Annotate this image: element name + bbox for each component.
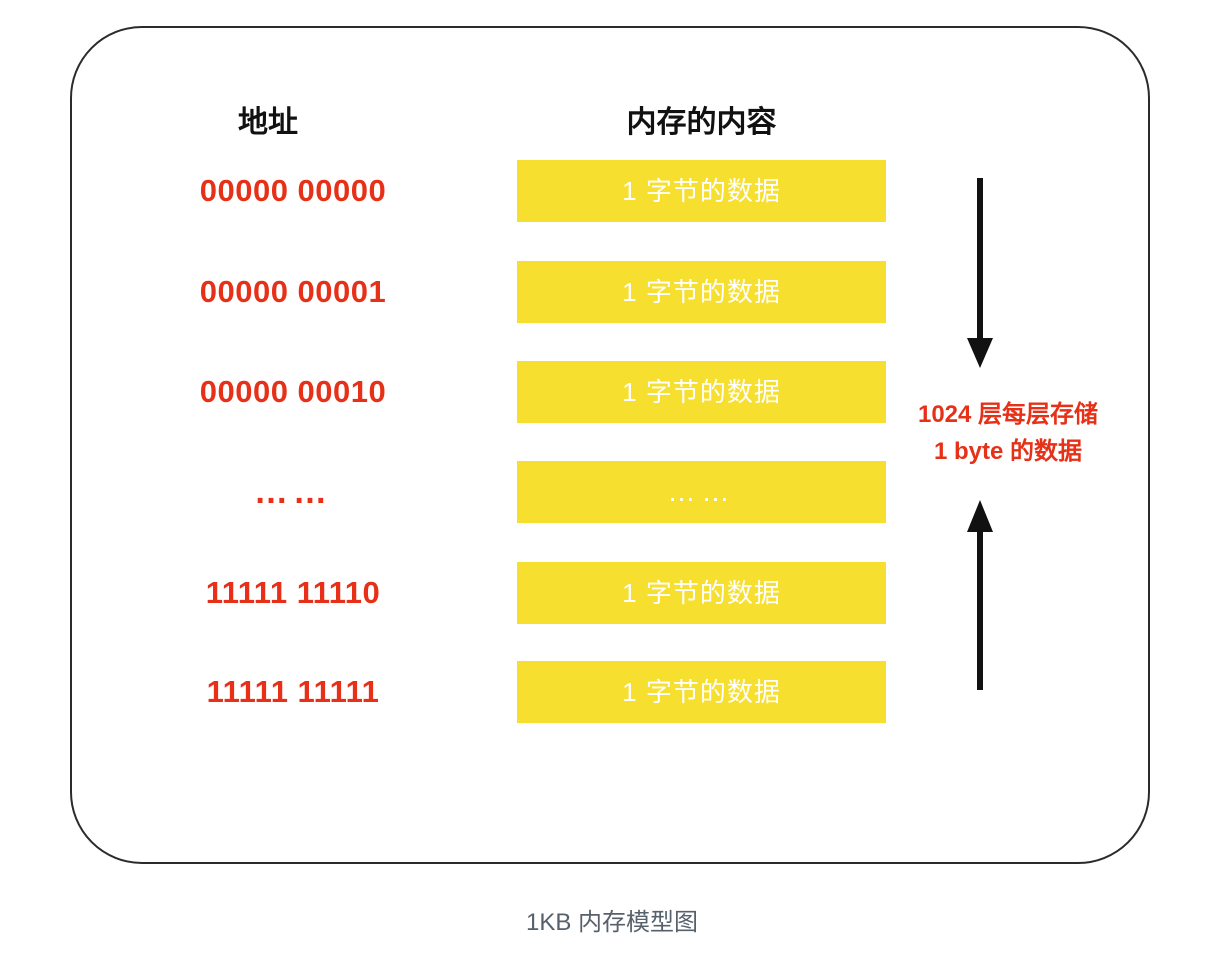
- annotation-line-2: 1 byte 的数据: [933, 438, 1083, 465]
- address-label: 00000 00000: [199, 173, 387, 208]
- address-label: 00000 00001: [199, 274, 387, 309]
- memory-cell: 1 字节的数据: [517, 160, 886, 222]
- address-label: ……: [254, 473, 332, 511]
- memory-cell: 1 字节的数据: [517, 661, 886, 723]
- annotation-line-1: 1024 层每层存储: [917, 401, 1099, 428]
- address-label: 00000 00010: [199, 374, 387, 409]
- address-label: 11111 11110: [205, 575, 381, 610]
- content-column-header: 内存的内容: [626, 106, 777, 139]
- memory-cell: 1 字节的数据: [517, 562, 886, 624]
- address-label: 11111 11111: [206, 674, 380, 709]
- capacity-annotation: 1024 层每层存储 1 byte 的数据: [888, 396, 1128, 470]
- arrow-down-icon: [967, 178, 993, 368]
- memory-cell: ……: [517, 461, 886, 523]
- arrow-up-icon: [967, 500, 993, 690]
- memory-cell: 1 字节的数据: [517, 261, 886, 323]
- figure-caption: 1KB 内存模型图: [525, 909, 699, 936]
- memory-cell: 1 字节的数据: [517, 361, 886, 423]
- address-column-header: 地址: [238, 106, 298, 139]
